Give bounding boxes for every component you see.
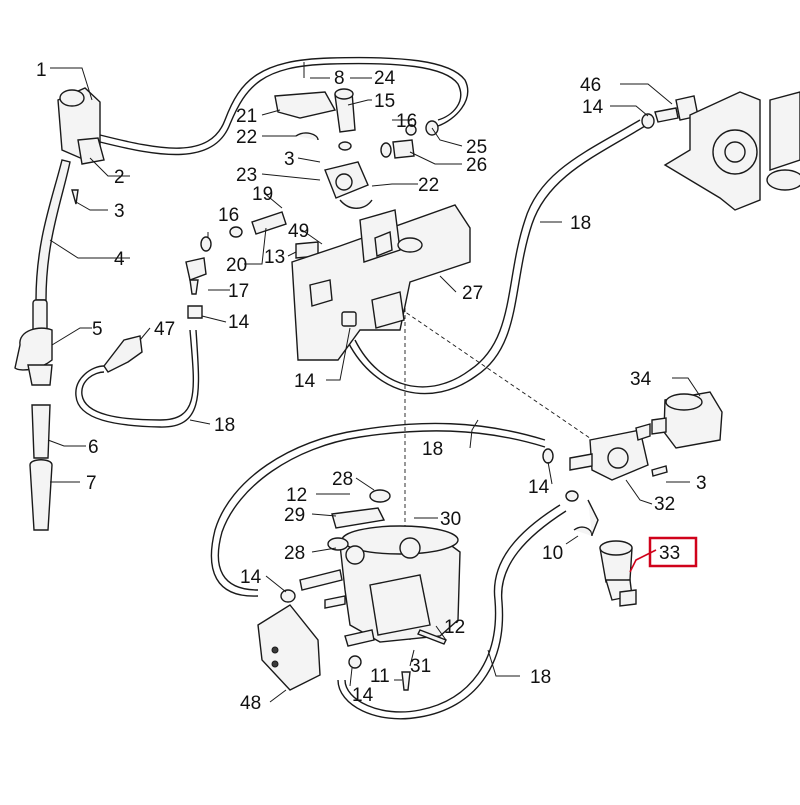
label-33: 33 (659, 543, 680, 564)
label-49: 49 (288, 221, 309, 242)
steam-valve-nut (77, 137, 105, 165)
label-18-upper: 18 (570, 213, 591, 234)
label-14-f: 14 (352, 685, 374, 706)
wand-tip (29, 459, 53, 531)
steam-wand-tube (35, 159, 71, 301)
hose-18-middle (210, 422, 546, 597)
label-29: 29 (284, 505, 305, 526)
clip-10b (587, 499, 599, 536)
left-center-parts (103, 211, 319, 373)
label-23: 23 (236, 165, 257, 186)
label-8: 8 (334, 68, 345, 89)
boiler-assembly (280, 489, 461, 691)
label-25: 25 (466, 137, 487, 158)
label-21: 21 (236, 106, 257, 127)
heater-terminals (299, 569, 343, 591)
label-14-d: 14 (528, 477, 550, 498)
label-47: 47 (154, 319, 175, 340)
label-3-center: 3 (284, 149, 295, 170)
label-22-mid: 22 (418, 175, 439, 196)
label-14-e: 14 (240, 567, 262, 588)
label-12-top: 12 (286, 485, 307, 506)
thermostat-29 (331, 507, 386, 529)
label-46: 46 (580, 75, 601, 96)
label-19: 19 (252, 184, 273, 205)
spring-clip-22 (295, 132, 319, 141)
label-31: 31 (410, 656, 431, 677)
label-18-middle: 18 (422, 439, 443, 460)
part-labels: 1 2 3 4 5 6 7 8 24 15 21 22 16 25 3 26 2… (36, 60, 707, 714)
label-28-top: 28 (332, 469, 353, 490)
fitting-20 (251, 211, 287, 235)
housing-27 (291, 204, 471, 361)
hose-18-middle-inner (217, 430, 546, 591)
label-7: 7 (86, 473, 97, 494)
hose-top-inner (99, 62, 462, 156)
label-28-bottom: 28 (284, 543, 305, 564)
label-1: 1 (36, 60, 47, 81)
label-15: 15 (374, 91, 395, 112)
label-6: 6 (88, 437, 99, 458)
hose-top (99, 56, 469, 149)
label-18-left: 18 (214, 415, 235, 436)
label-30: 30 (440, 509, 461, 530)
label-4: 4 (114, 249, 125, 270)
highlighted-label-33: 33 (648, 536, 698, 568)
steam-wand-assembly (14, 87, 105, 531)
screw-3-left (71, 189, 79, 205)
screw-3-right (651, 465, 668, 477)
bracket-21 (274, 91, 337, 119)
label-10: 10 (542, 543, 563, 564)
clip-10 (573, 526, 593, 537)
hose-18-left-inner (75, 329, 200, 428)
part-33 (599, 540, 637, 607)
pipe-47 (103, 335, 143, 373)
cover-48 (257, 604, 321, 691)
leader-lines (47, 67, 701, 703)
label-22-top: 22 (236, 127, 257, 148)
label-17: 17 (228, 281, 249, 302)
hose-18-left (81, 329, 195, 421)
label-24: 24 (374, 68, 396, 89)
pump-assembly (542, 391, 723, 537)
label-18-bottom: 18 (530, 667, 551, 688)
hoses (75, 56, 646, 720)
wand-sleeve (31, 404, 51, 459)
label-11: 11 (370, 666, 390, 687)
label-20: 20 (226, 255, 247, 276)
label-32: 32 (654, 494, 675, 515)
label-16-top: 16 (396, 111, 417, 132)
hose-18-bottom (344, 504, 561, 713)
label-16-left: 16 (218, 205, 239, 226)
hose-18-right-upper (354, 119, 641, 388)
label-2: 2 (114, 167, 125, 188)
label-13: 13 (264, 247, 285, 268)
connector-26 (392, 139, 415, 159)
nut-14a (187, 305, 203, 319)
label-3-left: 3 (114, 201, 125, 222)
label-14-c: 14 (582, 97, 604, 118)
hose-18-bottom-inner (337, 510, 567, 720)
screw-12b (417, 629, 447, 645)
label-26: 26 (466, 155, 487, 176)
label-34: 34 (630, 369, 652, 390)
right-upper-parts (641, 91, 800, 211)
hose-18-right-upper-inner (347, 125, 646, 395)
label-3-right: 3 (696, 473, 707, 494)
label-14-a: 14 (228, 312, 250, 333)
label-48: 48 (240, 693, 261, 714)
label-12-bottom: 12 (444, 617, 465, 638)
screw-11 (401, 671, 411, 691)
label-5: 5 (92, 319, 103, 340)
steam-knob (14, 327, 53, 371)
top-center-parts (274, 62, 439, 209)
label-14-b: 14 (294, 371, 316, 392)
label-27: 27 (462, 283, 483, 304)
spring-clip-22b (339, 199, 373, 209)
elbow-17 (185, 257, 207, 281)
